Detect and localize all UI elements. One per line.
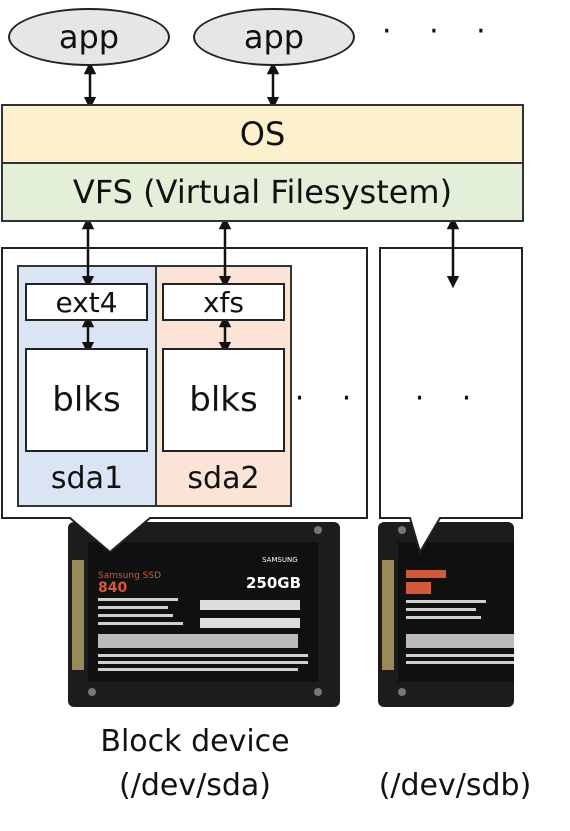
app-ellipsis: · · · (382, 14, 500, 49)
os-layer: OS (1, 104, 524, 164)
app-node-2: app (193, 8, 355, 66)
app-label: app (58, 18, 120, 56)
sdb-callout-box (379, 247, 523, 555)
partition-name-sda2: sda2 (187, 460, 260, 496)
ssd-brand-text: SAMSUNG (262, 556, 298, 564)
app-label: app (243, 18, 305, 56)
ssd-sdb-photo (378, 522, 514, 707)
block-device-caption: Block device (100, 723, 290, 759)
sda-more-partitions: · · (294, 380, 366, 416)
ssd-sda-photo: Samsung SSD 840 SAMSUNG 250GB (68, 522, 340, 707)
vfs-layer: VFS (Virtual Filesystem) (1, 164, 524, 222)
fs-xfs-box: xfs (162, 283, 285, 321)
ssd-series-text: Samsung SSD (98, 571, 161, 581)
sdb-path-caption: (/dev/sdb) (378, 767, 532, 803)
sda-path-caption: (/dev/sda) (119, 767, 271, 803)
ssd-model-text: 840 (98, 580, 127, 596)
app-node-1: app (8, 8, 170, 66)
sdb-partitions-ellipsis: · · (414, 380, 486, 416)
blocks-box-sda2: blks (162, 348, 285, 452)
fs-label: xfs (202, 285, 244, 319)
vfs-label: VFS (Virtual Filesystem) (72, 173, 453, 211)
blocks-label: blks (189, 380, 258, 420)
blocks-label: blks (52, 380, 121, 420)
blocks-box-sda1: blks (25, 348, 148, 452)
fs-label: ext4 (55, 285, 118, 319)
os-label: OS (239, 115, 286, 153)
fs-ext4-box: ext4 (25, 283, 148, 321)
partition-name-sda1: sda1 (50, 460, 124, 496)
ssd-capacity-text: 250GB (246, 574, 301, 592)
